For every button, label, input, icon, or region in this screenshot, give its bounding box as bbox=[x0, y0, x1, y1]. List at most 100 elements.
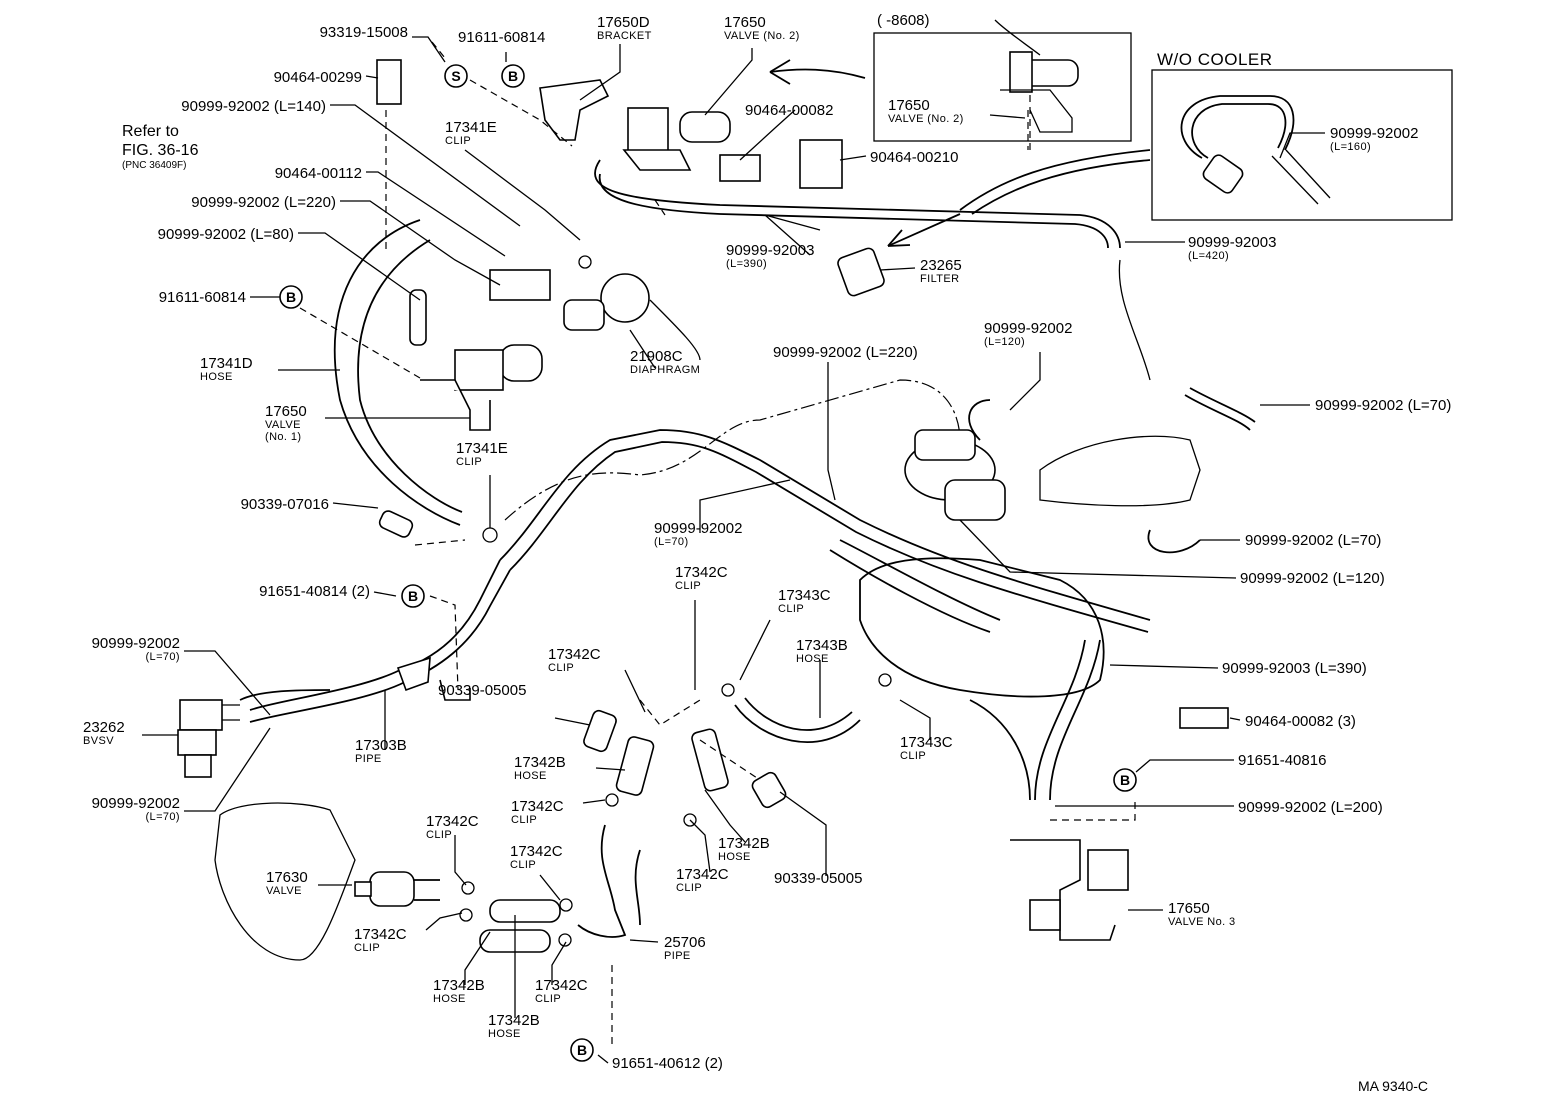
part-number: 90999-92003 bbox=[726, 242, 814, 259]
part-number: 23262 bbox=[83, 719, 125, 736]
part-number: 90999-92002 bbox=[1330, 125, 1418, 142]
callout-90999-92002: 90999-92002(L=70) bbox=[654, 520, 742, 548]
badge-b-label: B bbox=[577, 1042, 587, 1058]
callout-90999-92002: 90999-92002 (L=140) bbox=[181, 98, 326, 115]
callout-90999-92002: 90999-92002 (L=70) bbox=[1245, 532, 1381, 549]
part-name: HOSE bbox=[200, 371, 233, 383]
part-name: CLIP bbox=[900, 750, 926, 762]
callout-90999-92002: 90999-92002 (L=220) bbox=[773, 344, 918, 361]
components bbox=[177, 59, 1229, 953]
badge-b-label: B bbox=[408, 588, 418, 604]
callout-90999-92002: 90999-92002 (L=120) bbox=[1240, 570, 1385, 587]
part-name: CLIP bbox=[778, 603, 804, 615]
valve-no1 bbox=[420, 344, 543, 431]
part-name: CLIP bbox=[426, 829, 452, 841]
direction-arrows bbox=[769, 59, 961, 247]
part-number: 90999-92002 (L=140) bbox=[181, 98, 326, 115]
part-number: 90999-92002 (L=220) bbox=[191, 194, 336, 211]
valve-no3 bbox=[1010, 839, 1129, 941]
part-number: 90999-92002 (L=70) bbox=[1245, 532, 1381, 549]
part-number: 90999-92002 (L=80) bbox=[158, 226, 294, 243]
part-number: 17342C bbox=[675, 564, 728, 581]
part-number: 91611-60814 bbox=[458, 29, 545, 46]
ref-note-line1: Refer to bbox=[122, 123, 179, 140]
part-number: 23265 bbox=[920, 257, 962, 274]
part-name: BRACKET bbox=[597, 30, 652, 42]
inset-range-label: ( -8608) bbox=[877, 12, 930, 29]
badge-s: S bbox=[444, 64, 468, 88]
callout-90339-07016: 90339-07016 bbox=[241, 496, 329, 513]
part-number: 17650D bbox=[597, 14, 650, 31]
callout-91611-60814: 91611-60814 bbox=[458, 29, 545, 46]
part-name: VALVE No. 3 bbox=[1168, 916, 1236, 928]
valve-no2-top bbox=[622, 107, 731, 171]
pipe-17303b-bracket bbox=[396, 656, 471, 701]
part-number: 17341E bbox=[445, 119, 497, 136]
part-number: 17650 bbox=[265, 403, 307, 420]
part-number: 17650 bbox=[888, 97, 930, 114]
callout-90999-92002: 90999-92002(L=70) bbox=[92, 635, 180, 663]
part-name: (L=160) bbox=[1330, 141, 1371, 153]
part-name: (L=420) bbox=[1188, 250, 1229, 262]
callout-90999-92003: 90999-92003(L=390) bbox=[726, 242, 814, 270]
part-number: 90999-92002 (L=220) bbox=[773, 344, 918, 361]
badge-b-4: B bbox=[1113, 768, 1137, 792]
part-name: (L=120) bbox=[984, 336, 1025, 348]
reference-note: Refer to FIG. 36-16 (PNC 36409F) bbox=[122, 123, 199, 171]
ref-note-line2: FIG. 36-16 bbox=[122, 142, 199, 159]
part-number: 90339-05005 bbox=[774, 870, 862, 887]
leader-lines bbox=[142, 36, 1325, 1064]
callout-90464-00299: 90464-00299 bbox=[274, 69, 362, 86]
part-number: 90999-92002 bbox=[984, 320, 1072, 337]
part-number: 90999-92002 bbox=[654, 520, 742, 537]
part-name: CLIP bbox=[456, 456, 482, 468]
part-number: 17342B bbox=[514, 754, 566, 771]
badge-b-3: B bbox=[401, 584, 425, 608]
part-number: 17650 bbox=[1168, 900, 1210, 917]
badge-b-label: B bbox=[508, 68, 518, 84]
part-number: 17342B bbox=[488, 1012, 540, 1029]
part-number: 25706 bbox=[664, 934, 706, 951]
callout-90464-00112: 90464-00112 bbox=[275, 165, 362, 182]
part-name: CLIP bbox=[675, 580, 701, 592]
callout-90999-92002: 90999-92002 (L=200) bbox=[1238, 799, 1383, 816]
part-number: 17303B bbox=[355, 737, 407, 754]
part-name: CLIP bbox=[354, 942, 380, 954]
callout-90999-92002: 90999-92002 (L=70) bbox=[1315, 397, 1451, 414]
part-number: 91651-40814 (2) bbox=[259, 583, 370, 600]
part-number: 17342C bbox=[510, 843, 563, 860]
part-number: 91651-40612 (2) bbox=[612, 1055, 723, 1072]
part-name: CLIP bbox=[511, 814, 537, 826]
part-number: 21908C bbox=[630, 348, 683, 365]
part-number: 90464-00112 bbox=[275, 165, 362, 182]
part-number: 17342C bbox=[511, 798, 564, 815]
part-number: 90339-05005 bbox=[438, 682, 526, 699]
part-name: HOSE bbox=[796, 653, 829, 665]
part-name: (L=390) bbox=[726, 258, 767, 270]
callout-93319-15008: 93319-15008 bbox=[320, 24, 408, 41]
part-number: 90464-00082 bbox=[745, 102, 833, 119]
badge-b-2: B bbox=[279, 285, 303, 309]
badge-b-label: B bbox=[286, 289, 296, 305]
part-number: 17342B bbox=[718, 835, 770, 852]
clips bbox=[376, 59, 1229, 947]
part-number: 90999-92002 bbox=[92, 635, 180, 652]
part-number: 90999-92003 (L=390) bbox=[1222, 660, 1367, 677]
badge-s-label: S bbox=[451, 68, 460, 84]
